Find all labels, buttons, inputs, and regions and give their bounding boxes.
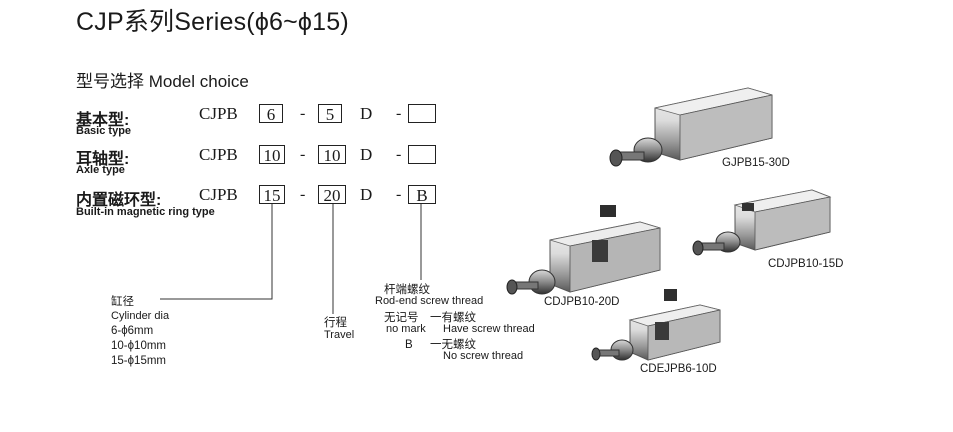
row-sublabel-magnetic: Built-in magnetic ring type [76,206,215,218]
thread-opt1-key-en: no mark [386,323,426,335]
action-code: D [360,104,373,123]
cylinder-dia-zh: 缸径 [111,296,134,308]
model-prefix: CJPB [199,104,238,123]
thread-opt2-val-zh: 一无螺纹 [430,339,476,351]
travel-zh: 行程 [324,317,347,329]
thread-opt1-key-zh: 无记号 [384,312,419,324]
thread-en: Rod-end screw thread [375,295,484,307]
cylinder-dia-en: Cylinder dia [111,310,170,322]
row-sublabel-basic: Basic type [76,125,132,137]
thread-opt2-key: B [405,339,413,351]
bore-code-box: 15 [259,185,285,205]
thread-opt2-val-en: No screw thread [443,350,524,362]
cylinder-option: 6-ϕ6mm [111,325,154,337]
bore-code-box: 10 [259,145,285,165]
product-label: GJPB15-30D [722,157,790,169]
row-sublabel-axle: Axle type [76,164,125,176]
cylinder-illustration-1 [609,87,773,167]
cylinder-illustration-4 [591,289,721,361]
thread-code-box: B [408,185,436,205]
thread-code-box [408,104,436,123]
row-label-magnetic: 内置磁环型: [76,192,162,209]
travel-en: Travel [324,329,355,341]
model-prefix: CJPB [199,185,238,204]
separator: - [396,105,402,122]
product-label: CDJPB10-20D [544,296,620,308]
cylinder-option: 15-ϕ15mm [111,355,167,367]
separator: - [396,146,402,163]
section-heading: 型号选择 Model choice [76,72,249,91]
product-label: CDJPB10-15D [768,258,844,270]
stroke-code-box: 5 [318,104,342,124]
separator: - [300,105,306,122]
row-label-axle: 耳轴型: [76,151,130,168]
separator: - [300,146,306,163]
cylinder-illustration-2 [692,189,832,256]
thread-opt1-val-zh: 一有螺纹 [430,312,476,324]
separator: - [300,186,306,203]
product-label: CDEJPB6-10D [640,363,717,375]
stroke-code-box: 20 [318,185,346,205]
separator: - [396,186,402,203]
stroke-code-box: 10 [318,145,346,165]
action-code: D [360,145,373,164]
action-code: D [360,185,373,204]
page-title: CJP系列Series(ϕ6~ϕ15) [76,8,349,36]
cylinder-option: 10-ϕ10mm [111,340,167,352]
thread-zh: 杆端螺纹 [384,284,430,296]
thread-code-box [408,145,436,164]
bore-code-box: 6 [259,104,283,124]
cylinder-illustration-3 [506,205,661,295]
row-label-basic: 基本型: [76,112,130,129]
thread-opt1-val-en: Have screw thread [443,323,535,335]
model-prefix: CJPB [199,145,238,164]
